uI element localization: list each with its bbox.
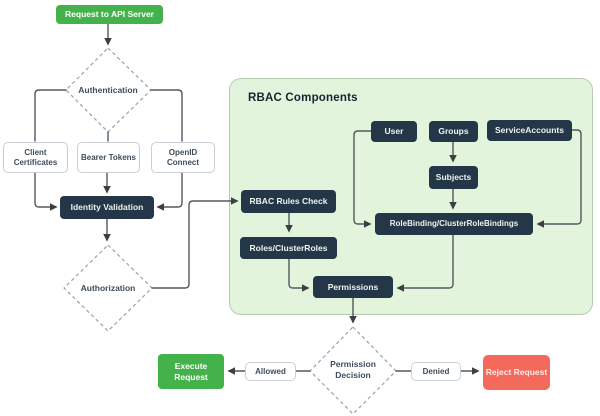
node-user: User [371,121,417,142]
connector-authentication-to-openid-connect [150,89,183,142]
node-client-certificates: Client Certificates [3,142,68,173]
node-allowed: Allowed [245,362,296,381]
connector-authorization-to-rbac-rules-check [151,197,239,289]
node-groups: Groups [429,121,478,142]
connector-serviceaccounts-to-rolebinding [536,129,582,228]
node-reject-request: Reject Request [483,355,550,390]
connector-authentication-to-client-certificates [34,89,67,142]
rbac-panel-title: RBAC Components [248,92,358,104]
permission-decision-diamond [309,326,397,415]
node-rolebinding-clusterrolebindings: RoleBinding/ClusterRoleBindings [375,213,533,235]
node-subjects: Subjects [429,166,478,189]
node-roles-clusterroles: Roles/ClusterRoles [240,237,337,259]
node-serviceaccounts: ServiceAccounts [487,120,572,141]
node-openid-connect: OpenID Connect [151,142,215,173]
connector-roles-to-permissions [288,258,310,292]
node-permissions: Permissions [313,276,393,298]
node-execute-request: Execute Request [158,354,224,389]
authentication-label: Authentication [78,85,138,95]
node-denied: Denied [411,362,461,381]
node-bearer-tokens: Bearer Tokens [77,142,140,173]
connector-rolebinding-to-permissions [396,234,454,292]
node-identity-validation: Identity Validation [60,196,154,219]
connector-client-certificates-to-identity-validation [34,172,58,211]
node-rbac-rules-check: RBAC Rules Check [241,190,336,213]
connector-user-to-rolebinding [353,130,372,228]
authorization-label: Authorization [80,283,136,293]
node-request-to-api-server: Request to API Server [56,5,163,24]
authorization-diamond [63,244,153,332]
permission-decision-label: Permission Decision [330,359,376,381]
connector-openid-connect-to-identity-validation [156,172,183,211]
